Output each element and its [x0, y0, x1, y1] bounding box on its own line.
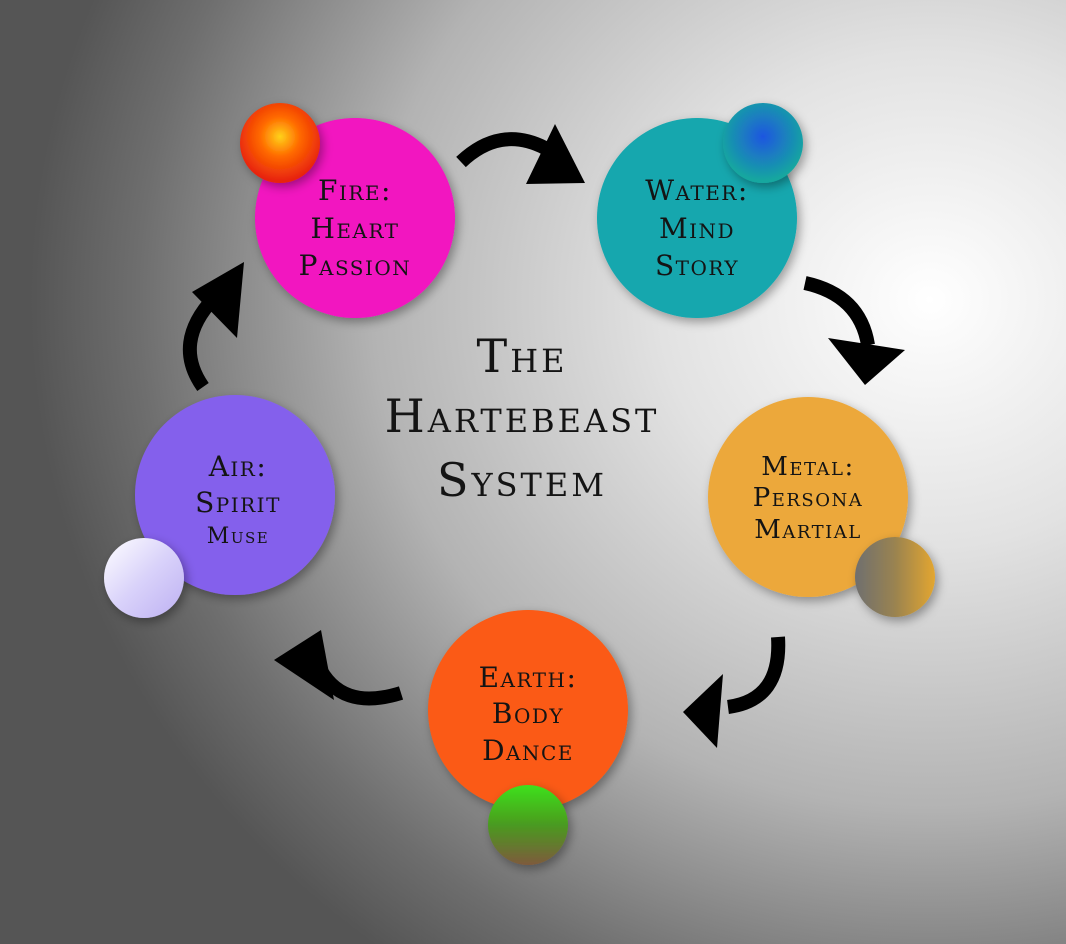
- metal-label-line-2: Persona: [753, 483, 864, 513]
- title-line-3: System: [437, 453, 607, 507]
- metal-label-line-3: Martial: [754, 515, 861, 545]
- title-line-1: The: [477, 329, 568, 383]
- element-node-earth: Earth: Body Dance: [428, 610, 628, 865]
- arrow-water-to-metal: [803, 276, 905, 385]
- cycle-arrows: [182, 124, 905, 748]
- arrow-air-to-fire: [182, 262, 244, 392]
- earth-label-line-2: Body: [492, 697, 564, 730]
- water-label-line-1: Water:: [645, 174, 749, 207]
- fire-orb-icon: [240, 103, 320, 183]
- title-line-2: Hartebeast: [385, 389, 660, 443]
- arrow-earth-to-air: [274, 630, 404, 706]
- diagram-title: The Hartebeast System: [385, 329, 660, 507]
- water-label-line-3: Story: [655, 249, 739, 282]
- earth-orb-icon: [488, 785, 568, 865]
- element-node-water: Water: Mind Story: [597, 103, 803, 318]
- air-orb-icon: [104, 538, 184, 618]
- earth-circle: [428, 610, 628, 810]
- metal-label-line-1: Metal:: [761, 452, 855, 482]
- arrow-fire-to-water: [456, 124, 585, 184]
- element-node-air: Air: Spirit Muse: [104, 395, 335, 618]
- water-orb-icon: [723, 103, 803, 183]
- arrow-metal-to-earth: [683, 636, 786, 748]
- earth-label-line-3: Dance: [482, 734, 574, 767]
- element-node-fire: Fire: Heart Passion: [240, 103, 455, 318]
- fire-label-line-3: Passion: [299, 249, 412, 282]
- element-node-metal: Metal: Persona Martial: [708, 397, 935, 617]
- metal-circle: [708, 397, 908, 597]
- metal-orb-icon: [855, 537, 935, 617]
- air-circle: [135, 395, 335, 595]
- fire-label-line-2: Heart: [310, 212, 399, 245]
- air-label-line-1: Air:: [208, 450, 268, 483]
- earth-label-line-1: Earth:: [479, 661, 578, 694]
- air-label-line-3: Muse: [207, 524, 269, 549]
- water-label-line-2: Mind: [659, 212, 735, 245]
- fire-label-line-1: Fire:: [318, 174, 392, 207]
- air-label-line-2: Spirit: [195, 486, 281, 519]
